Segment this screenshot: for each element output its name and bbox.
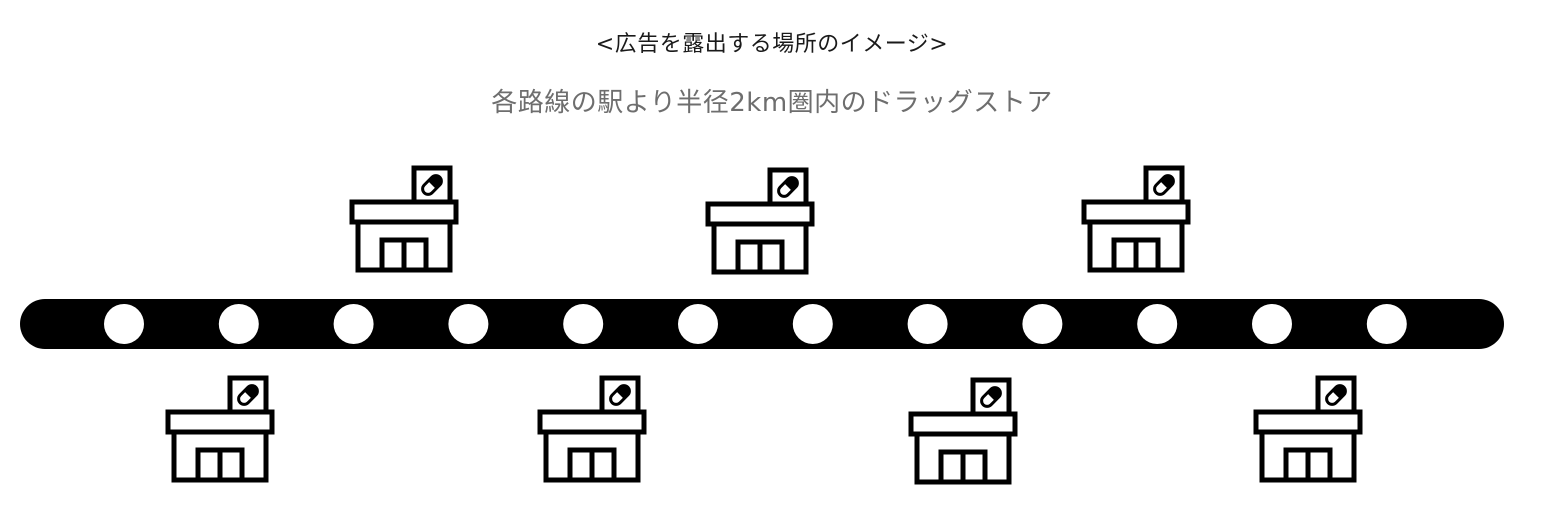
- drugstore-building-icon: [352, 168, 456, 270]
- station-dot: [792, 304, 833, 344]
- stations: [104, 304, 1407, 344]
- drugstore-building-icon: [540, 378, 644, 480]
- station-dot: [218, 304, 259, 344]
- station-dot: [1366, 304, 1407, 344]
- station-dot: [1252, 304, 1292, 344]
- drugstore-building-icon: [1084, 168, 1188, 270]
- station-dot: [907, 304, 948, 344]
- diagram-title: <広告を露出する場所のイメージ>: [595, 32, 949, 57]
- station-dot: [104, 304, 144, 344]
- station-dot: [1137, 304, 1178, 344]
- station-dot: [1022, 304, 1063, 344]
- drugstore-building-icon: [1256, 378, 1360, 480]
- drugstore-building-icon: [708, 170, 812, 272]
- station-dot: [448, 304, 489, 344]
- drugstore-building-icon: [911, 380, 1015, 482]
- diagram-subtitle: 各路線の駅より半径2km圏内のドラッグストア: [491, 88, 1053, 118]
- station-dot: [333, 304, 374, 344]
- station-dot: [563, 304, 604, 344]
- drugstore-building-icon: [168, 378, 272, 480]
- railway-line: [20, 299, 1504, 349]
- station-dot: [678, 304, 718, 344]
